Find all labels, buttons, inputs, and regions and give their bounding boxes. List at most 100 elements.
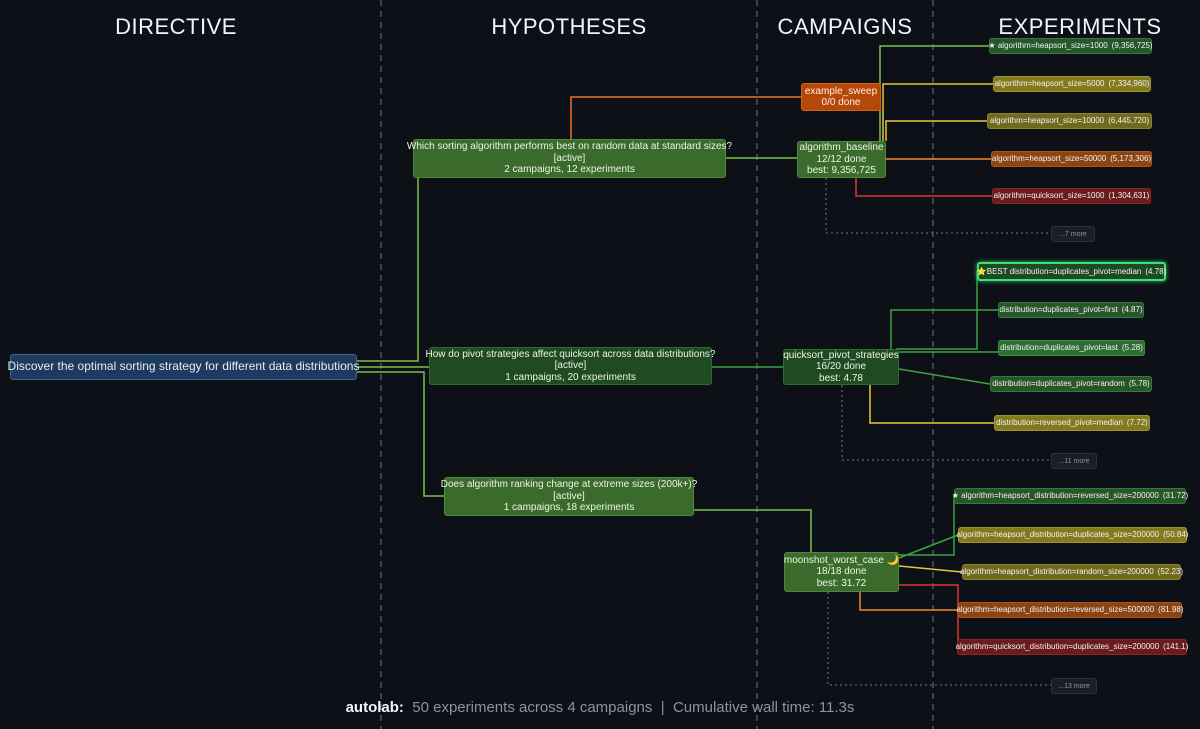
column-header-campaigns: CAMPAIGNS	[777, 14, 913, 39]
experiment-label: ⭐BEST distribution=duplicates_pivot=medi…	[976, 266, 1142, 276]
hypothesis-question: Does algorithm ranking change at extreme…	[440, 479, 698, 491]
campaign-best: best: 31.72	[816, 577, 867, 589]
experiment-label: distribution=duplicates_pivot=last	[1000, 343, 1118, 353]
experiment-value: (5.28)	[1121, 343, 1143, 353]
experiment-label: algorithm=heapsort_size=10000	[989, 116, 1105, 126]
experiment-value: (5,173,306)	[1110, 154, 1152, 164]
campaign-name: algorithm_baseline	[799, 142, 884, 154]
hypothesis-summary: 1 campaigns, 20 experiments	[505, 371, 636, 383]
edge-pivot-exp7	[890, 309, 998, 349]
experiment-node[interactable]: distribution=duplicates_pivot=last (5.28…	[998, 340, 1145, 356]
experiment-label: algorithm=quicksort_size=1000	[993, 191, 1105, 201]
experiment-node[interactable]: distribution=reversed_pivot=median (7.72…	[994, 415, 1150, 431]
campaign-best: best: 9,356,725	[807, 165, 876, 177]
hypothesis-question: How do pivot strategies affect quicksort…	[425, 348, 716, 360]
more-experiments[interactable]: ...11 more	[1051, 453, 1097, 469]
experiment-value: (9,356,725)	[1111, 41, 1153, 51]
edge-moonshot-more	[827, 592, 1051, 686]
campaign-progress: 16/20 done	[815, 361, 867, 373]
hypothesis-node[interactable]: Which sorting algorithm performs best on…	[407, 139, 732, 178]
edge-pivot-exp6	[896, 271, 978, 350]
footer-summary: autolab: 50 experiments across 4 campaig…	[0, 699, 1200, 716]
experiment-value: (7,334,960)	[1108, 79, 1150, 89]
campaign-progress: 0/0 done	[821, 97, 861, 108]
experiment-value: (52.23)	[1157, 567, 1184, 577]
hypothesis-status: [active]	[554, 360, 587, 372]
edge-hyp1-example-sweep	[570, 96, 801, 139]
experiment-value: (4.87)	[1121, 305, 1143, 315]
edge-moonshot-exp14	[859, 592, 958, 611]
experiment-value: (6,445,720)	[1108, 116, 1150, 126]
campaign-name: moonshot_worst_case 🌙	[783, 554, 900, 566]
hypothesis-question: Which sorting algorithm performs best on…	[406, 141, 733, 153]
edge-moonshot-exp11	[899, 496, 955, 556]
edge-baseline-exp3	[885, 120, 987, 141]
hypothesis-summary: 1 campaigns, 18 experiments	[503, 502, 635, 514]
column-header-hypotheses: HYPOTHESES	[491, 14, 647, 39]
experiment-node[interactable]: distribution=duplicates_pivot=random (5.…	[990, 376, 1152, 392]
hypothesis-status: [active]	[553, 490, 585, 502]
experiment-label: algorithm=heapsort_distribution=duplicat…	[956, 530, 1160, 540]
experiment-node[interactable]: algorithm=heapsort_distribution=duplicat…	[956, 527, 1189, 543]
column-header-experiments: EXPERIMENTS	[998, 14, 1162, 39]
directive-text: Discover the optimal sorting strategy fo…	[7, 359, 360, 374]
edge-directive-hyp1	[357, 178, 419, 362]
experiment-node[interactable]: algorithm=heapsort_distribution=reversed…	[956, 602, 1184, 618]
campaign-node[interactable]: example_sweep 0/0 done	[801, 83, 881, 111]
more-experiments[interactable]: ...7 more	[1051, 226, 1095, 242]
edge-baseline-exp2	[882, 83, 993, 141]
campaign-node[interactable]: moonshot_worst_case 🌙 18/18 done best: 3…	[784, 552, 899, 592]
experiment-node[interactable]: algorithm=heapsort_distribution=random_s…	[959, 564, 1184, 580]
directive-node[interactable]: Discover the optimal sorting strategy fo…	[7, 354, 360, 380]
experiment-label: algorithm=heapsort_size=50000	[991, 154, 1107, 164]
experiment-label: algorithm=quicksort_distribution=duplica…	[955, 642, 1160, 652]
edge-moonshot-exp12	[898, 534, 959, 559]
edge-baseline-exp5	[855, 178, 992, 197]
edge-moonshot-exp13	[898, 565, 963, 573]
edge-baseline-exp1	[879, 45, 989, 141]
experiment-node[interactable]: algorithm=quicksort_size=1000 (1,304,631…	[992, 188, 1151, 204]
experiment-value: (81.98)	[1158, 605, 1184, 615]
footer-text: 50 experiments across 4 campaigns | Cumu…	[408, 699, 855, 716]
campaign-name: quicksort_pivot_strategies	[783, 349, 899, 361]
experiment-node[interactable]: algorithm=quicksort_distribution=duplica…	[955, 639, 1189, 655]
experiment-label: distribution=reversed_pivot=median	[996, 418, 1123, 428]
experiment-label: distribution=duplicates_pivot=first	[999, 305, 1118, 315]
hypothesis-node[interactable]: Does algorithm ranking change at extreme…	[441, 477, 697, 516]
experiment-value: (50.84)	[1163, 530, 1189, 540]
campaign-progress: 18/18 done	[816, 566, 867, 578]
experiment-node-best[interactable]: ⭐BEST distribution=duplicates_pivot=medi…	[977, 262, 1166, 281]
edge-baseline-more	[825, 178, 1051, 234]
experiment-label: ★ algorithm=heapsort_size=1000	[988, 41, 1108, 51]
experiment-node[interactable]: ★ algorithm=heapsort_size=1000 (9,356,72…	[988, 38, 1153, 54]
experiment-node[interactable]: algorithm=heapsort_size=10000 (6,445,720…	[987, 113, 1152, 129]
experiment-value: (141.1)	[1163, 642, 1189, 652]
experiment-label: algorithm=heapsort_distribution=reversed…	[956, 605, 1155, 615]
more-experiments[interactable]: ...13 more	[1051, 678, 1097, 694]
footer-brand: autolab:	[345, 699, 404, 716]
hypothesis-summary: 2 campaigns, 12 experiments	[504, 164, 635, 176]
experiment-label: algorithm=heapsort_size=5000	[994, 79, 1105, 89]
edge-pivot-more	[841, 385, 1051, 461]
edge-pivot-exp10	[869, 385, 994, 424]
experiment-value: (5.78)	[1128, 379, 1150, 389]
column-header-directive: DIRECTIVE	[115, 14, 237, 39]
experiment-node[interactable]: algorithm=heapsort_size=50000 (5,173,306…	[991, 151, 1152, 167]
campaign-node[interactable]: quicksort_pivot_strategies 16/20 done be…	[783, 349, 899, 385]
experiment-node[interactable]: distribution=duplicates_pivot=first (4.8…	[998, 302, 1144, 318]
experiment-node[interactable]: ★ algorithm=heapsort_distribution=revers…	[952, 488, 1189, 504]
edge-directive-hyp3	[357, 371, 445, 497]
edge-pivot-exp9	[898, 368, 991, 385]
experiment-label: distribution=duplicates_pivot=random	[992, 379, 1125, 389]
campaign-best: best: 4.78	[819, 372, 863, 384]
experiment-value: (31.72)	[1162, 491, 1189, 501]
campaign-progress: 12/12 done	[816, 153, 867, 165]
campaign-node[interactable]: algorithm_baseline 12/12 done best: 9,35…	[797, 141, 886, 178]
hypothesis-status: [active]	[553, 152, 586, 164]
experiment-label: algorithm=heapsort_distribution=random_s…	[959, 567, 1154, 577]
experiment-node[interactable]: algorithm=heapsort_size=5000 (7,334,960)	[993, 76, 1151, 92]
edge-moonshot-exp15	[899, 584, 959, 647]
hypothesis-node[interactable]: How do pivot strategies affect quicksort…	[426, 347, 715, 385]
edge-hyp3-moonshot	[694, 509, 812, 552]
